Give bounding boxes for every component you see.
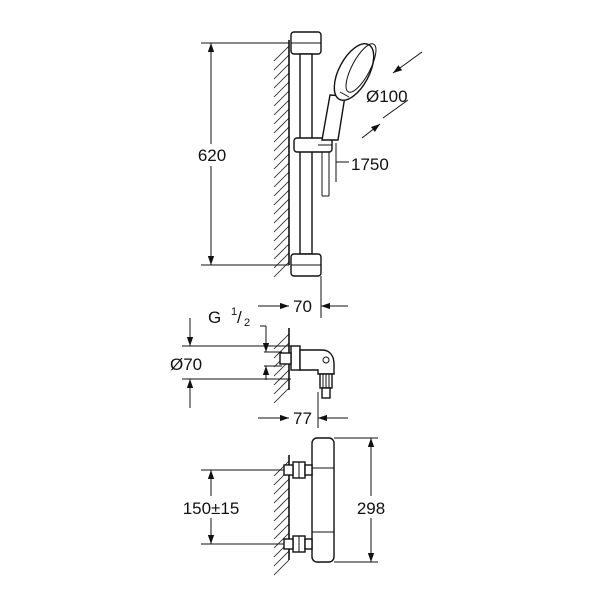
hatch-line (273, 460, 290, 477)
thermostat-mixer (283, 437, 335, 563)
wall-connection (279, 345, 335, 399)
hatch-line (273, 63, 290, 80)
hatch-line (273, 550, 290, 567)
hatch-line (273, 198, 290, 215)
svg-text:/: / (237, 308, 242, 327)
center-distance-label: 150±15 (183, 499, 240, 518)
hatch-line (273, 126, 290, 143)
hand-shower (321, 94, 346, 141)
hatch-line (273, 478, 290, 495)
height-dimension: 620 (196, 42, 289, 266)
hatch-line (273, 171, 290, 188)
height-label: 620 (198, 146, 226, 165)
hatch-line (273, 378, 290, 395)
hatch-line (273, 559, 290, 576)
hatch-line (273, 72, 290, 89)
hatch-line (273, 162, 290, 179)
rail-projection-label: 70 (293, 297, 312, 316)
connection-projection-label: 77 (293, 409, 312, 428)
hatch-line (273, 369, 290, 386)
shower-rail (299, 53, 313, 255)
hatch-line (273, 505, 290, 522)
hatch-line (273, 487, 290, 504)
shower-hose (321, 152, 330, 197)
hatch-line (273, 135, 290, 152)
hatch-line (273, 153, 290, 170)
hatch-line (273, 243, 290, 260)
wall-rosette (290, 345, 301, 371)
hatch-line (273, 90, 290, 107)
shower-rail-set (290, 31, 377, 277)
shower-head (333, 43, 377, 101)
thermostat-height-dimension: 298 (334, 437, 390, 563)
hatch-line (273, 234, 290, 251)
hose-length-dimension: 1750 (335, 143, 389, 182)
hatch-line (273, 117, 290, 134)
hose-length-label: 1750 (351, 155, 389, 174)
hatch-line (273, 54, 290, 71)
hatch-line (273, 333, 290, 350)
hatch-line (273, 514, 290, 531)
hatch-line (273, 532, 290, 549)
hatch-line (273, 144, 290, 161)
thread-dimension: G 1 / 2 (208, 306, 282, 380)
hatch-line (273, 387, 290, 404)
hatch-line (273, 99, 290, 116)
connection-projection-dimension: 77 (258, 392, 348, 428)
hatch-line (273, 523, 290, 540)
rosette-diameter-label: Ø70 (170, 355, 202, 374)
thermostat-body (311, 437, 335, 563)
thread-fraction-num: 1 (231, 306, 237, 318)
thread-label: G (208, 308, 221, 327)
rail-projection-dimension: 70 (258, 276, 348, 318)
hatch-line (273, 252, 290, 269)
connection-nut (279, 352, 292, 365)
hatch-line (273, 81, 290, 98)
rosette-diameter-dimension: Ø70 (170, 318, 291, 408)
hatch-line (273, 45, 290, 62)
head-diameter-label: Ø100 (366, 87, 408, 106)
thread-fraction-den: 2 (244, 317, 250, 329)
connection-elbow (299, 349, 335, 375)
hatch-line (273, 496, 290, 513)
hatch-line (273, 207, 290, 224)
hatch-line (273, 189, 290, 206)
hatch-line (273, 180, 290, 197)
thermostat-height-label: 298 (357, 499, 385, 518)
center-distance-dimension: 150±15 (170, 469, 284, 545)
hatch-line (273, 225, 290, 242)
hatch-line (273, 108, 290, 125)
hatch-line (273, 261, 290, 278)
hatch-line (273, 216, 290, 233)
wall-hatching (273, 45, 290, 576)
head-diameter-dimension: Ø100 (361, 51, 423, 139)
